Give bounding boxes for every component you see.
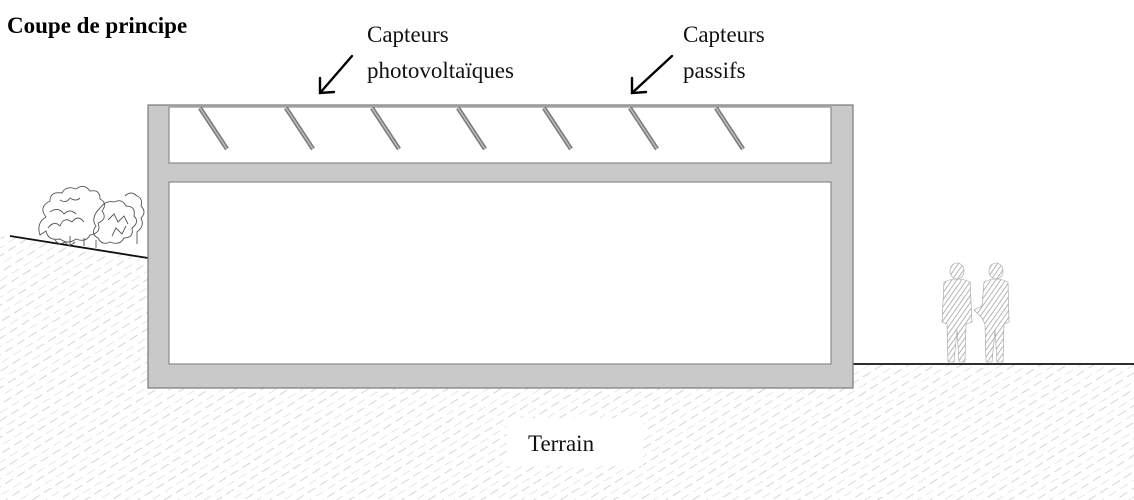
arrow-icon xyxy=(630,54,674,95)
ground-left xyxy=(0,236,148,500)
shrub-icon xyxy=(38,186,145,248)
solar-panel-highlight xyxy=(457,107,486,150)
pv-label-line2: photovoltaïques xyxy=(367,58,514,83)
ground-label-box xyxy=(507,418,643,466)
main-room xyxy=(168,181,832,365)
people-icon xyxy=(941,262,1010,363)
pv-label-line1: Capteurs xyxy=(367,22,449,47)
ground-line-left xyxy=(9,235,149,259)
solar-panels xyxy=(198,106,745,151)
person-left xyxy=(941,262,973,363)
passive-label-line2: passifs xyxy=(683,58,746,83)
ground-label: Terrain xyxy=(528,431,595,456)
passive-label-line1: Capteurs xyxy=(683,22,765,47)
solar-panel-highlight xyxy=(715,107,744,150)
solar-panel-highlight xyxy=(543,107,572,150)
solar-panel-highlight xyxy=(629,107,658,150)
arrow-icon xyxy=(318,54,354,95)
person-right xyxy=(973,262,1010,363)
solar-panel-highlight xyxy=(371,107,400,150)
solar-panel-highlight xyxy=(199,107,228,150)
diagram-title: Coupe de principe xyxy=(7,13,187,38)
solar-panel-highlight xyxy=(285,107,314,150)
ground-under-building xyxy=(148,388,853,500)
ground-right xyxy=(853,364,1134,500)
